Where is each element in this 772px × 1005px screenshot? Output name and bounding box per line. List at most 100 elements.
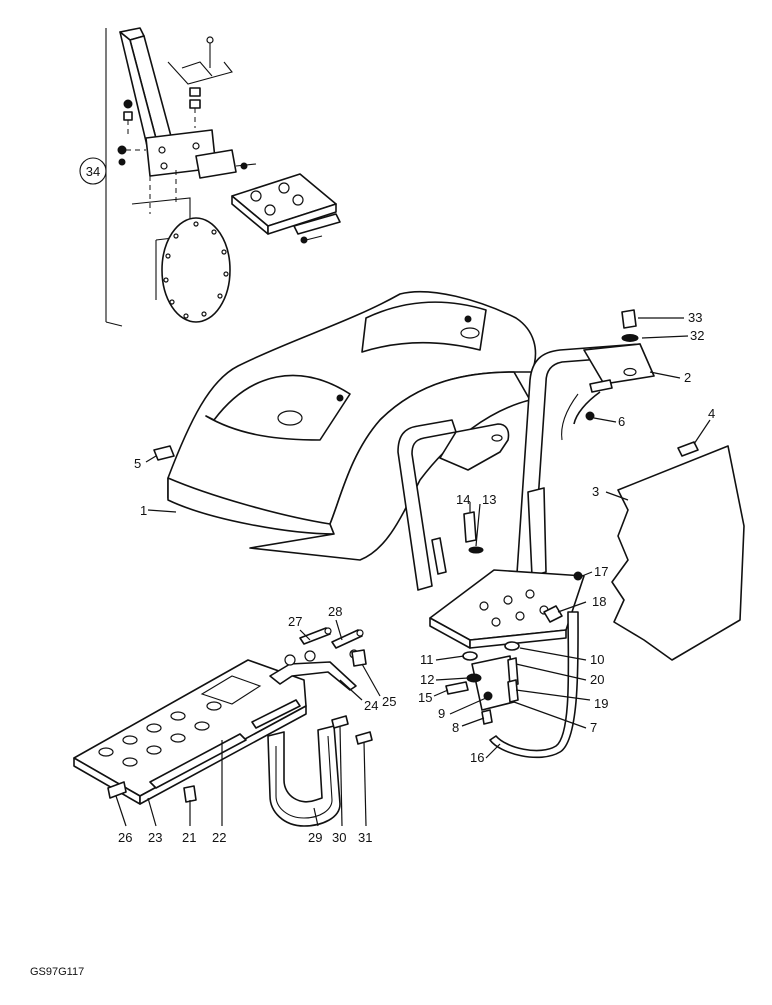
callout-31: 31	[358, 830, 372, 845]
bolt-26	[107, 781, 127, 799]
callout-labels: 34 1 2 3 4 5 6 7 8 9 10 11 12 13 14 15 1…	[30, 164, 715, 978]
nut-12	[466, 673, 482, 683]
base-plate-top	[429, 569, 585, 641]
link-eye-b	[304, 650, 316, 662]
fender-assembly	[167, 290, 537, 561]
callout-4: 4	[708, 406, 715, 421]
callout-17: 17	[594, 564, 608, 579]
inset-step-hole-b	[278, 182, 290, 194]
inset-nut-b	[189, 99, 201, 109]
inset-plate-hole-a	[158, 146, 166, 154]
callout-26: 26	[118, 830, 132, 845]
frame-bracket-hole	[491, 434, 503, 442]
inset-step-bolt-shank	[305, 235, 323, 241]
washer-13	[468, 546, 484, 554]
inset-plate-hole-c	[160, 162, 168, 170]
callout-9: 9	[438, 706, 445, 721]
frame-hook-tube	[561, 393, 579, 441]
top-plate-hole	[623, 367, 637, 377]
callout-19: 19	[594, 696, 608, 711]
fender-panel-right	[361, 301, 487, 353]
callout-24: 24	[364, 698, 378, 713]
callout-8: 8	[452, 720, 459, 735]
bolt-15	[445, 681, 469, 695]
callout-32: 32	[690, 328, 704, 343]
callout-23: 23	[148, 830, 162, 845]
inset-clip-inner	[181, 61, 213, 77]
inset-strap	[195, 149, 237, 179]
fender-hole-right	[460, 327, 480, 339]
inset-disc-bolts	[163, 221, 229, 319]
bolt-28	[331, 629, 363, 649]
callout-5: 5	[134, 456, 141, 471]
drawing-code: GS97G117	[30, 966, 84, 978]
fender-screw-b	[464, 315, 472, 323]
callout-12: 12	[420, 672, 434, 687]
callout-16: 16	[470, 750, 484, 765]
nut-10	[504, 641, 520, 651]
inset-step-bar	[293, 213, 341, 235]
nut-25	[351, 649, 367, 667]
bolt-27-head	[324, 627, 332, 635]
step-plate-holes	[98, 701, 222, 767]
callout-15: 15	[418, 690, 432, 705]
inset-plate-hole-b	[192, 142, 200, 150]
top-plate	[583, 343, 655, 385]
inset-bolt-b	[117, 145, 127, 155]
callout-14: 14	[456, 492, 470, 507]
callout-33: 33	[688, 310, 702, 325]
callout-34: 34	[86, 164, 100, 179]
inset-clip	[167, 61, 233, 85]
inset-step-hole-a	[250, 190, 262, 202]
bolt-18	[543, 605, 563, 623]
inset-callout-circle	[79, 157, 107, 185]
step-plate-front	[139, 705, 307, 805]
fender-panel-left	[205, 374, 351, 441]
fender-hole-left	[277, 410, 303, 426]
inset-nut-a	[189, 87, 201, 97]
callout-13: 13	[482, 492, 496, 507]
nut-6	[585, 411, 595, 421]
bolt-28-head	[356, 629, 364, 637]
bolt-19	[507, 679, 519, 703]
strap-29-inner	[275, 735, 333, 819]
frame-tube-left	[397, 419, 457, 591]
inset-step-hole-d	[292, 194, 304, 206]
fender-screw-a	[336, 394, 344, 402]
washer-32	[621, 334, 639, 342]
nut-17	[573, 571, 583, 581]
inset-bracket-foot	[105, 321, 123, 327]
inset-strap-bolt	[240, 162, 248, 170]
frame-brace-left	[431, 537, 447, 575]
side-panel-3	[611, 445, 745, 661]
inset-washer-a	[123, 111, 133, 121]
frame-hook-clip	[589, 379, 613, 393]
callout-30: 30	[332, 830, 346, 845]
bolt-5	[153, 445, 175, 461]
frame-bracket	[439, 423, 510, 471]
footstep-plate	[73, 659, 307, 805]
bolt-20	[507, 657, 519, 687]
frame-upright	[527, 487, 547, 577]
inset-bolt-a	[123, 99, 133, 109]
callout-18: 18	[592, 594, 606, 609]
callout-28: 28	[328, 604, 342, 619]
callout-22: 22	[212, 830, 226, 845]
nut-11	[462, 651, 478, 661]
step-strip-rear	[251, 699, 301, 729]
link-eye-a	[284, 654, 296, 666]
callout-3: 3	[592, 484, 599, 499]
bolt-4	[677, 441, 699, 457]
bolt-33	[621, 309, 637, 329]
callout-6: 6	[618, 414, 625, 429]
callout-2: 2	[684, 370, 691, 385]
bolt-27	[299, 627, 331, 645]
inset-strap-bolt-shank	[235, 163, 257, 167]
callout-20: 20	[590, 672, 604, 687]
callout-1: 1	[140, 503, 147, 518]
inset-pin-head	[206, 36, 214, 44]
bolt-30	[331, 715, 349, 729]
bolt-8	[481, 709, 493, 725]
